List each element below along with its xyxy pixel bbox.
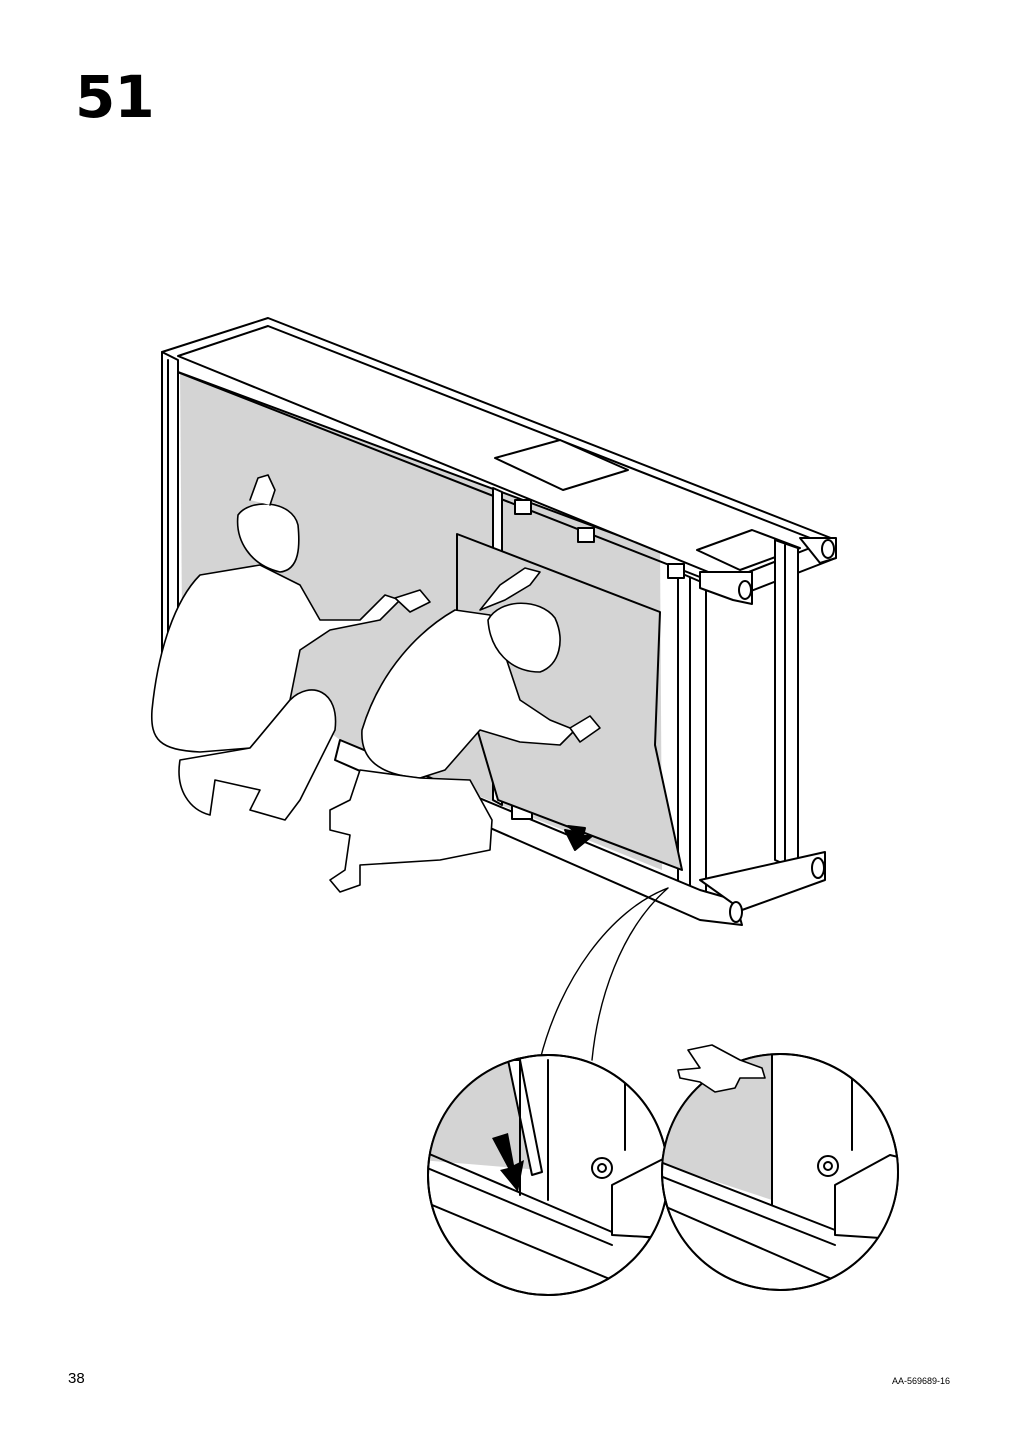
arrow-down-icon: [564, 825, 593, 851]
callout-leader: [539, 887, 669, 1061]
document-code: AA-569689-16: [891, 1376, 950, 1386]
step-number: 51: [75, 63, 155, 131]
page-number: 38: [68, 1370, 85, 1387]
detail-circle-before: [427, 1054, 669, 1296]
detail-circle-after: [661, 1053, 899, 1291]
frame-right-post: [677, 571, 707, 913]
person-left: [150, 474, 431, 821]
arrow-down-icon: [492, 1133, 524, 1192]
person-front: [329, 567, 601, 893]
pointing-hand-icon: [677, 1044, 766, 1093]
